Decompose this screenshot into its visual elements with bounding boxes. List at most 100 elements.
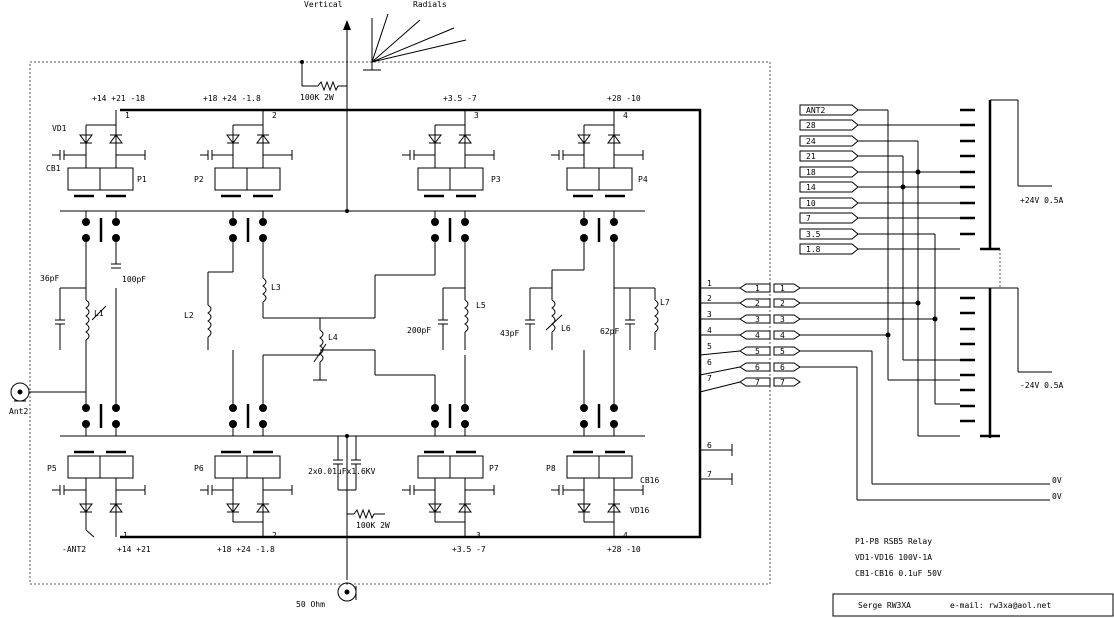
relay-p3-pin: 3 [474,111,479,120]
selector-switch-lower [960,287,1052,438]
l3-label: L3 [271,283,281,292]
relay-p6-group [200,450,293,537]
ant2-input-label: Ant2 [9,407,28,416]
relay-p1-bands: +14 +21 -18 [92,94,145,103]
top-bleed-resistor [300,60,347,92]
supply-bus [120,108,702,539]
band-selector-tags [799,104,859,255]
svg-text:5: 5 [780,347,785,356]
relay-p5-bands: +14 +21 [117,545,151,554]
relay-p8-bands: +28 -10 [607,545,641,554]
enclosure-outline [29,61,771,585]
relay-p7-name: P7 [489,464,499,473]
conn-pin-6-label: 6 [707,358,712,367]
l1-label: L1 [94,309,104,318]
aux-pin-6-label: 6 [707,441,712,450]
conn-pin-5-label: 5 [707,342,712,351]
upper-contacts [82,211,618,242]
lower-contacts [82,390,618,436]
svg-text:21: 21 [806,152,816,161]
conn-pin-4-label: 4 [707,326,712,335]
l2-label: L2 [184,311,194,320]
relay-p2-name: P2 [194,175,204,184]
svg-text:2: 2 [780,299,785,308]
relay-p1-pin: 1 [125,111,130,120]
relay-p5-name: P5 [47,464,57,473]
vd1-label: VD1 [52,124,67,133]
selector-wiring [800,109,1050,501]
relay-p5-pin: 1 [123,531,128,540]
svg-text:6: 6 [780,363,785,372]
zero-volt-label-2: 0V [1052,492,1062,501]
svg-text:6: 6 [755,363,760,372]
relay-p2-group [200,110,293,198]
svg-text:7: 7 [806,214,811,223]
svg-text:7: 7 [780,378,785,387]
relay-p2-bands: +18 +24 -1.8 [203,94,261,103]
aux-pin-7-label: 7 [707,470,712,479]
cb16-label: CB16 [640,476,659,485]
bottom-capacitor-label: 2x0.01uFx1.6KV [308,467,376,476]
relay-p7-pin: 3 [476,531,481,540]
l6-label: L6 [561,324,571,333]
relay-p4-group [551,110,644,198]
svg-text:3: 3 [780,315,785,324]
note-capacitors: CB1-CB16 0.1uF 50V [855,569,942,578]
selector-switch-upper [960,99,1052,288]
vd16-label: VD16 [630,506,649,515]
cb1-label: CB1 [46,164,61,173]
relay-p5-group [52,450,146,538]
relay-p3-group [402,110,495,198]
relay-p8-group [551,450,644,537]
relay-p6-name: P6 [194,464,204,473]
relay-p4-pin: 4 [623,111,628,120]
bottom-resistor-label: 100K 2W [356,521,390,530]
l4-label: L4 [328,333,338,342]
svg-text:10: 10 [806,199,816,208]
relay-p7-group [402,450,495,537]
relay-p2-pin: 2 [272,111,277,120]
c36-label: 36pF [40,274,59,283]
svg-text:5: 5 [755,347,760,356]
svg-text:18: 18 [806,168,816,177]
relay-p7-bands: +3.5 -7 [452,545,486,554]
svg-text:ANT2: ANT2 [806,106,825,115]
svg-text:4: 4 [755,331,760,340]
ant2-input-connector [10,382,86,402]
note-diodes: VD1-VD16 100V-1A [855,553,932,562]
svg-text:1.8: 1.8 [806,245,821,254]
cable-connectors [739,283,801,387]
author-name: Serge RW3XA [858,601,911,610]
relay-p6-pin: 2 [272,531,277,540]
plus24-supply-label: +24V 0.5A [1020,196,1064,205]
svg-text:3.5: 3.5 [806,230,821,239]
output-coax-label: 50 Ohm [296,600,325,609]
conn-pin-7-label: 7 [707,374,712,383]
svg-text:1: 1 [755,284,760,293]
svg-text:2: 2 [755,299,760,308]
conn-pin-3-label: 3 [707,310,712,319]
conn-pin-2-label: 2 [707,294,712,303]
minus24-supply-label: -24V 0.5A [1020,381,1064,390]
output-network [333,435,385,602]
conn-pin-1-label: 1 [707,279,712,288]
relay-p1-name: P1 [137,175,147,184]
radials-symbol [363,13,467,71]
band-network [55,242,659,390]
relay-p4-bands: +28 -10 [607,94,641,103]
relay-p6-bands: +18 +24 -1.8 [217,545,275,554]
connector-pin-wiring [699,287,741,485]
svg-text:24: 24 [806,137,816,146]
l7-label: L7 [660,298,670,307]
svg-text:28: 28 [806,121,816,130]
svg-text:14: 14 [806,183,816,192]
radials-label: Radials [413,0,447,9]
zero-volt-label-1: 0V [1052,476,1062,485]
relay-p4-name: P4 [638,175,648,184]
relay-p8-name: P8 [546,464,556,473]
title-block [832,593,1114,617]
svg-text:7: 7 [755,378,760,387]
top-resistor-label: 100K 2W [300,93,334,102]
